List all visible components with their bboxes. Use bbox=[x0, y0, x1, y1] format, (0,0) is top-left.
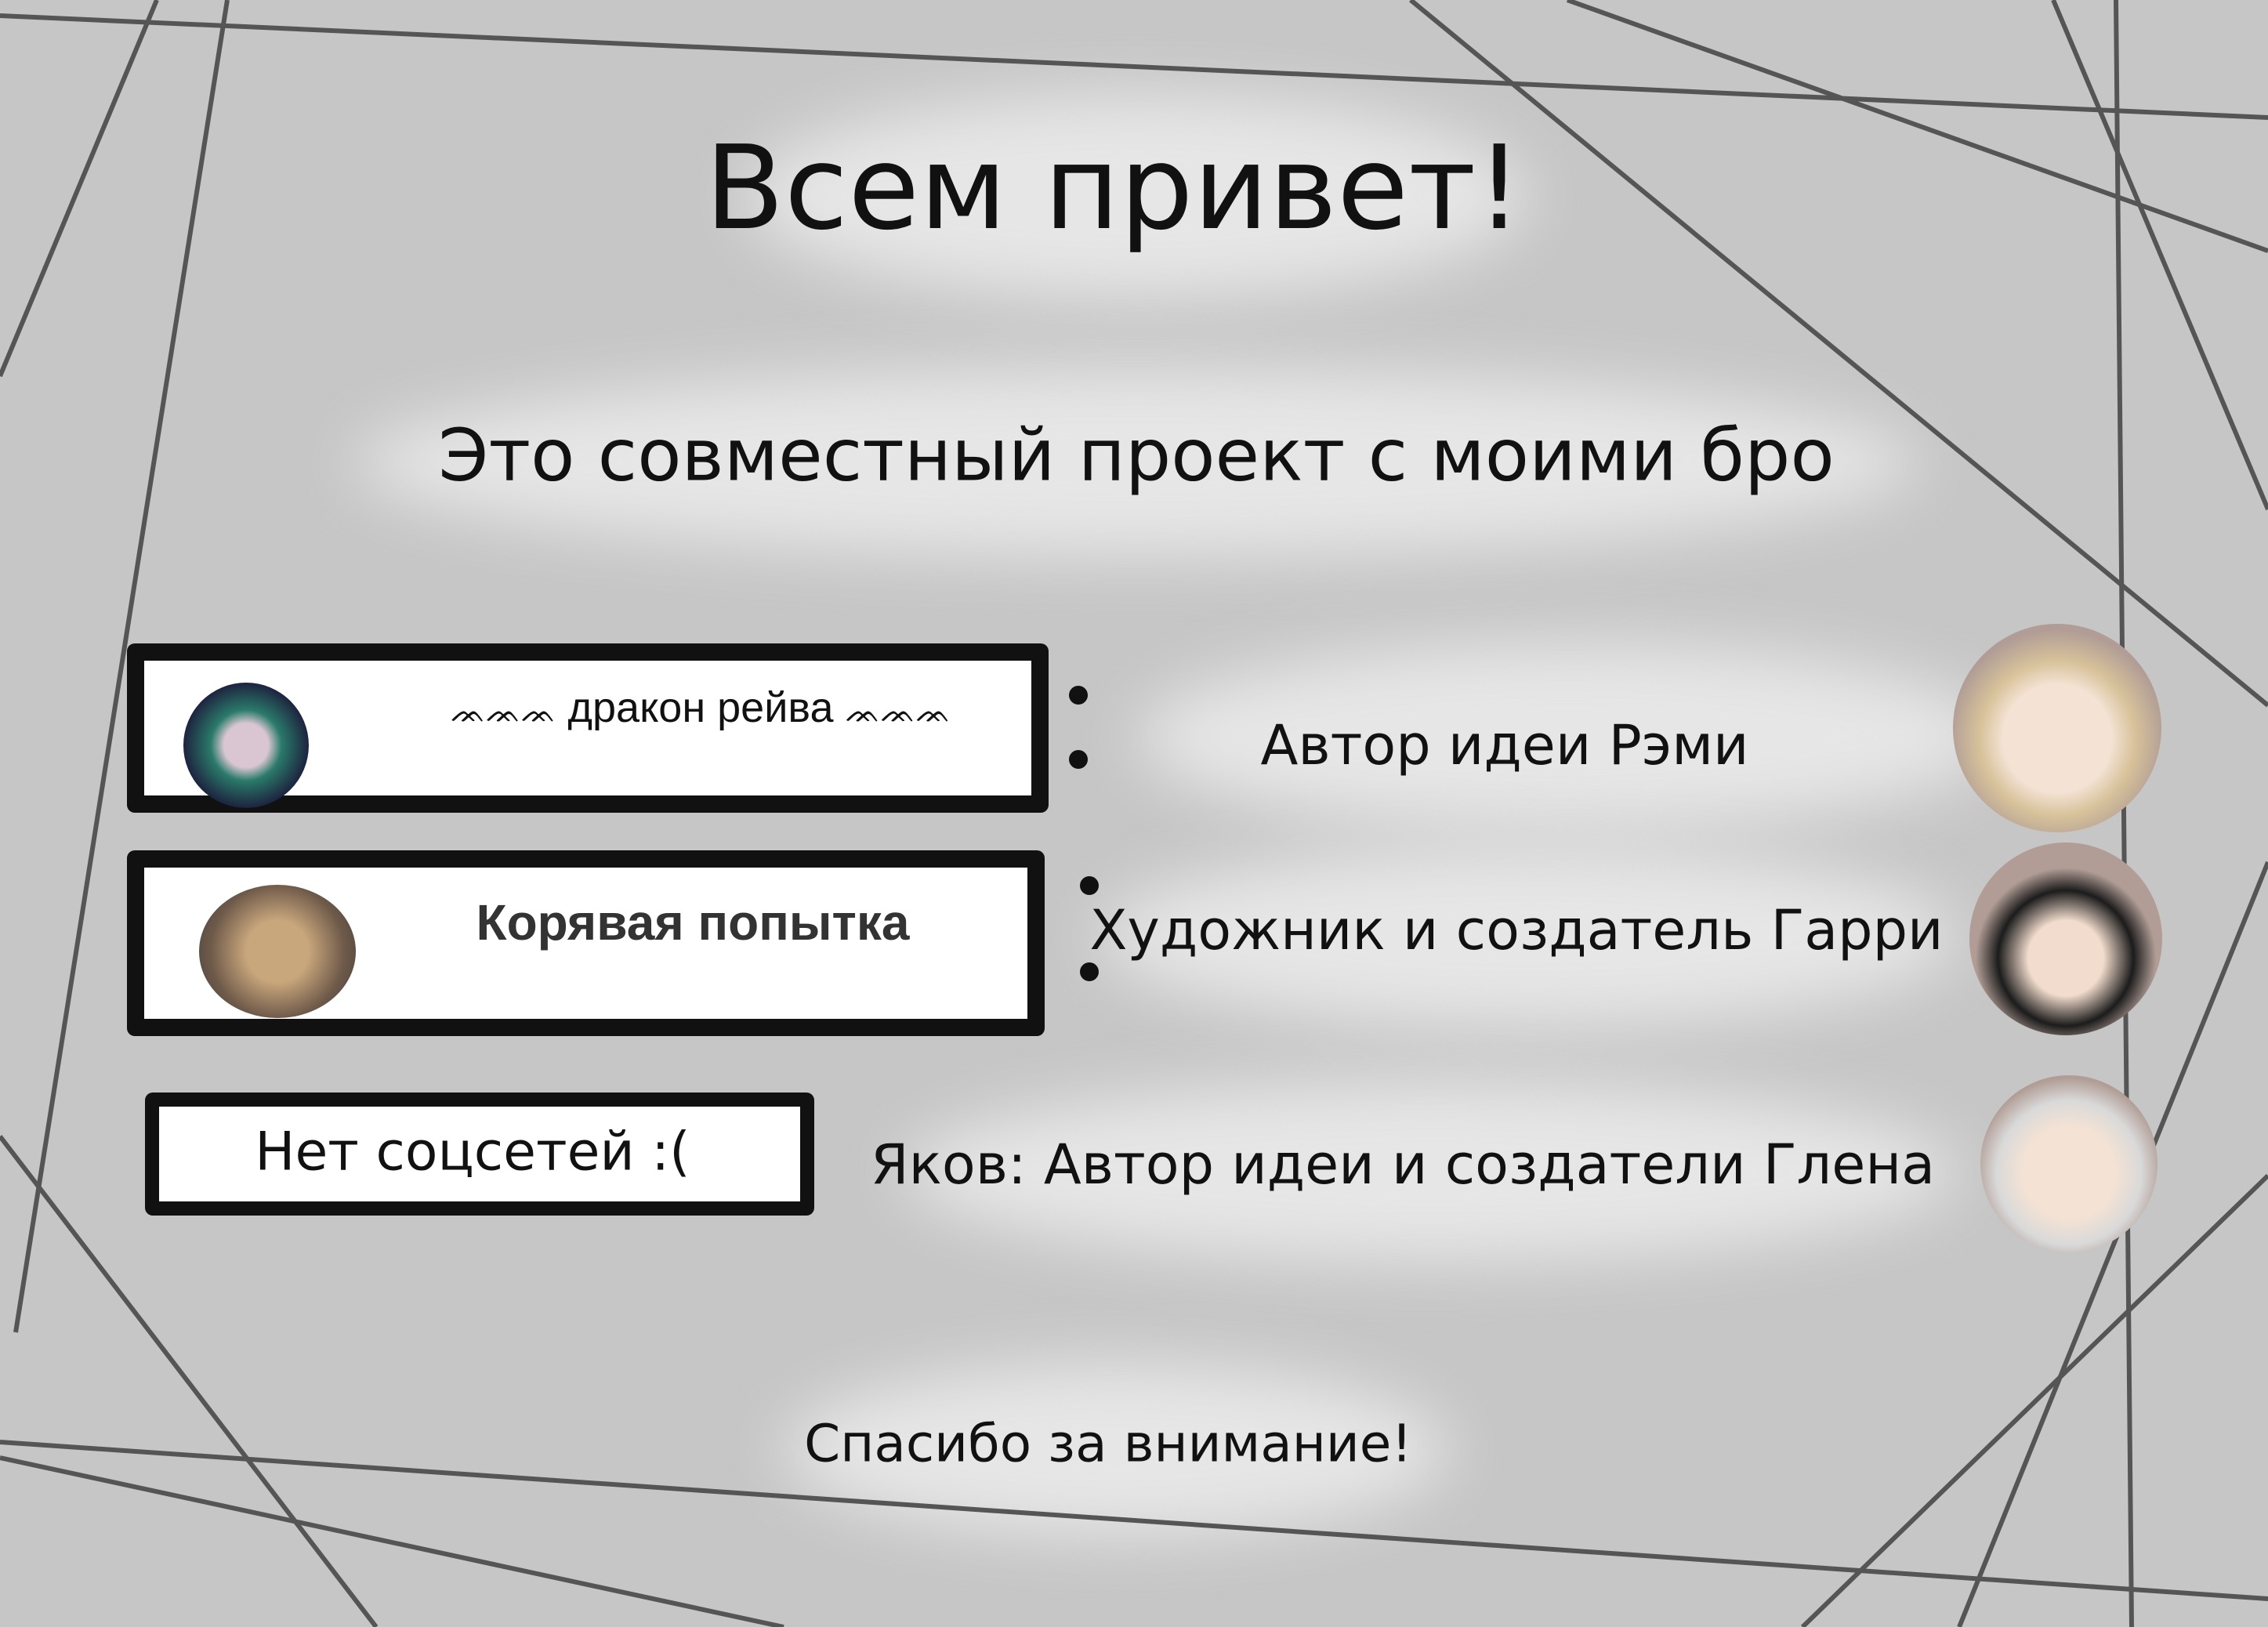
avatar bbox=[183, 683, 309, 808]
account-name: ᨏᨏᨏ дракон рейва ᨏᨏᨏ bbox=[450, 684, 951, 731]
bg-cloud bbox=[901, 1082, 1959, 1262]
bg-cloud bbox=[353, 368, 1920, 556]
role-1: Автор идеи Рэми bbox=[1260, 713, 1749, 777]
bg-cloud bbox=[1136, 643, 1998, 831]
account-name: Нет соцсетей :( bbox=[255, 1121, 690, 1183]
avatar-glen bbox=[1980, 1075, 2157, 1252]
subtitle: Это совместный проект с моими бро bbox=[438, 413, 1835, 498]
page-title: Всем привет! bbox=[705, 121, 1523, 255]
bg-cloud bbox=[745, 94, 1528, 298]
bg-cloud bbox=[1097, 846, 1959, 1027]
colon-dot bbox=[1069, 686, 1088, 705]
colon-dot bbox=[1069, 750, 1088, 769]
account-card-2[interactable]: Корявая попытка bbox=[127, 850, 1045, 1036]
avatar bbox=[199, 885, 356, 1018]
account-name: Корявая попытка bbox=[476, 894, 910, 951]
colon-dot bbox=[1080, 962, 1099, 981]
account-card-1[interactable]: ᨏᨏᨏ дракон рейва ᨏᨏᨏ bbox=[127, 643, 1049, 813]
colon-dot bbox=[1080, 876, 1099, 895]
role-3: Яков: Автор идеи и создатели Глена bbox=[870, 1132, 1936, 1197]
account-card-3: Нет соцсетей :( bbox=[145, 1093, 814, 1216]
bg-cloud bbox=[784, 1364, 1450, 1536]
avatar-remi bbox=[1953, 624, 2161, 832]
footer-thanks: Спасибо за внимание! bbox=[804, 1413, 1412, 1474]
avatar-garri bbox=[1969, 842, 2162, 1035]
role-2: Художник и создатель Гарри bbox=[1089, 898, 1944, 962]
